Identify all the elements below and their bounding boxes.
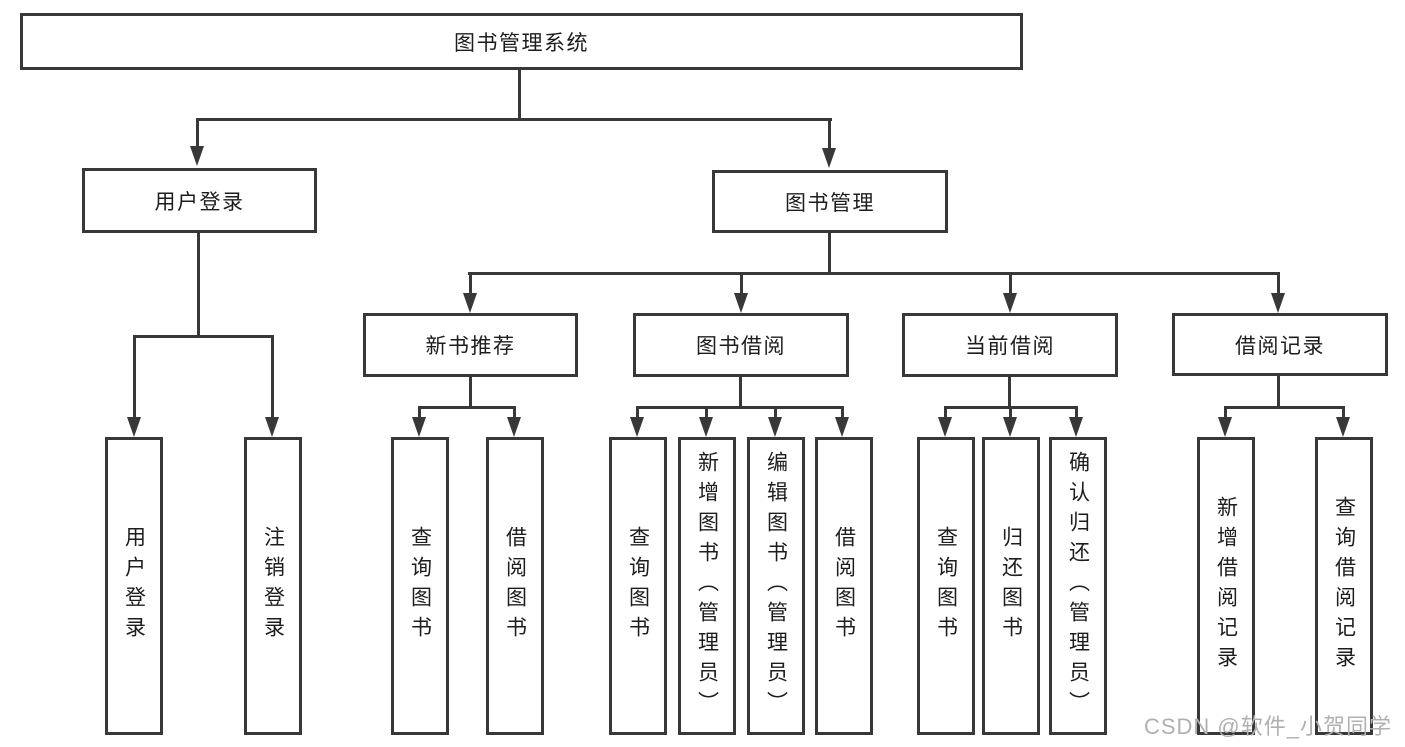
- arrowhead-down-icon: [1003, 293, 1017, 313]
- node-borrowing-records: 借阅记录: [1172, 313, 1388, 376]
- connector-line: [636, 406, 844, 409]
- connector-line: [828, 118, 831, 152]
- connector-line: [1342, 406, 1345, 419]
- node-label: 注销登录: [261, 526, 285, 646]
- arrowhead-down-icon: [507, 417, 521, 437]
- leaf-query-borrow-record: 查询借阅记录: [1315, 437, 1373, 735]
- connector-line: [133, 335, 274, 338]
- node-label: 新增借阅记录: [1214, 496, 1238, 676]
- node-label: 图书管理: [785, 191, 875, 215]
- connector-line: [944, 406, 947, 419]
- connector-line: [196, 118, 199, 150]
- node-new-book-recommendation: 新书推荐: [363, 313, 578, 377]
- node-label: 借阅记录: [1235, 334, 1325, 358]
- arrowhead-down-icon: [1336, 417, 1350, 437]
- node-label: 查询图书: [626, 526, 650, 646]
- connector-line: [197, 233, 200, 335]
- arrowhead-down-icon: [835, 417, 849, 437]
- node-user-login: 用户登录: [82, 168, 317, 233]
- connector-line: [636, 406, 639, 419]
- leaf-add-books-admin: 新增图书（管理员）: [678, 437, 736, 735]
- leaf-user-login: 用户登录: [105, 437, 163, 735]
- connector-line: [841, 406, 844, 419]
- arrowhead-down-icon: [1003, 417, 1017, 437]
- connector-line: [1075, 406, 1078, 419]
- connector-line: [469, 377, 472, 406]
- node-label: 查询图书: [408, 526, 432, 646]
- arrowhead-down-icon: [734, 293, 748, 313]
- node-label: 归还图书: [999, 526, 1023, 646]
- connector-line: [271, 335, 274, 419]
- connector-line: [1008, 377, 1011, 406]
- connector-line: [1009, 272, 1012, 295]
- leaf-edit-books-admin: 编辑图书（管理员）: [747, 437, 805, 735]
- connector-line: [513, 406, 516, 419]
- connector-line: [469, 272, 472, 295]
- watermark: CSDN @软件_小贺同学: [1143, 714, 1392, 739]
- node-label: 图书借阅: [696, 335, 786, 358]
- connector-line: [1224, 406, 1344, 409]
- connector-line: [1277, 272, 1280, 295]
- node-book-management: 图书管理: [712, 170, 948, 233]
- node-label: 用户登录: [122, 526, 146, 646]
- node-label: 新增图书（管理员）: [695, 451, 719, 721]
- connector-line: [828, 233, 831, 272]
- leaf-logout: 注销登录: [244, 437, 302, 735]
- connector-line: [774, 406, 777, 419]
- connector-line: [1009, 406, 1012, 419]
- node-label: 用户登录: [154, 190, 245, 214]
- connector-line: [1277, 376, 1280, 406]
- leaf-query-books-current: 查询图书: [917, 437, 975, 735]
- connector-line: [468, 272, 1280, 275]
- node-label: 查询图书: [934, 526, 958, 646]
- arrowhead-down-icon: [463, 293, 477, 313]
- connector-line: [133, 335, 136, 419]
- node-label: 借阅图书: [503, 526, 527, 646]
- arrowhead-down-icon: [265, 417, 279, 437]
- node-label: 借阅图书: [832, 526, 856, 646]
- connector-line: [740, 272, 743, 295]
- connector-line: [418, 406, 421, 419]
- node-label: 查询借阅记录: [1332, 496, 1356, 676]
- leaf-borrow-books: 借阅图书: [815, 437, 873, 735]
- arrowhead-down-icon: [768, 417, 782, 437]
- node-label: 编辑图书（管理员）: [764, 451, 788, 721]
- leaf-confirm-return-admin: 确认归还（管理员）: [1049, 437, 1107, 735]
- arrowhead-down-icon: [412, 417, 426, 437]
- leaf-add-borrow-record: 新增借阅记录: [1197, 437, 1255, 735]
- arrowhead-down-icon: [938, 417, 952, 437]
- connector-line: [705, 406, 708, 419]
- node-label: 确认归还（管理员）: [1066, 451, 1090, 721]
- arrowhead-down-icon: [190, 146, 204, 166]
- arrowhead-down-icon: [127, 417, 141, 437]
- node-library-management-system: 图书管理系统: [20, 13, 1023, 70]
- arrowhead-down-icon: [699, 417, 713, 437]
- node-label: 新书推荐: [425, 335, 516, 358]
- node-label: 当前借阅: [965, 335, 1055, 358]
- leaf-query-books-borrowing: 查询图书: [609, 437, 667, 735]
- connector-line: [518, 70, 521, 118]
- leaf-query-books-recommend: 查询图书: [391, 437, 449, 735]
- arrowhead-down-icon: [630, 417, 644, 437]
- leaf-borrow-books-recommend: 借阅图书: [486, 437, 544, 735]
- connector-line: [418, 406, 516, 409]
- node-label: 图书管理系统: [454, 31, 589, 55]
- node-current-borrowing: 当前借阅: [902, 313, 1118, 377]
- arrowhead-down-icon: [822, 148, 836, 168]
- node-book-borrowing: 图书借阅: [633, 313, 849, 377]
- arrowhead-down-icon: [1069, 417, 1083, 437]
- connector-line: [739, 377, 742, 406]
- arrowhead-down-icon: [1218, 417, 1232, 437]
- arrowhead-down-icon: [1271, 293, 1285, 313]
- connector-line: [1224, 406, 1227, 419]
- leaf-return-books: 归还图书: [982, 437, 1040, 735]
- connector-line: [196, 118, 832, 121]
